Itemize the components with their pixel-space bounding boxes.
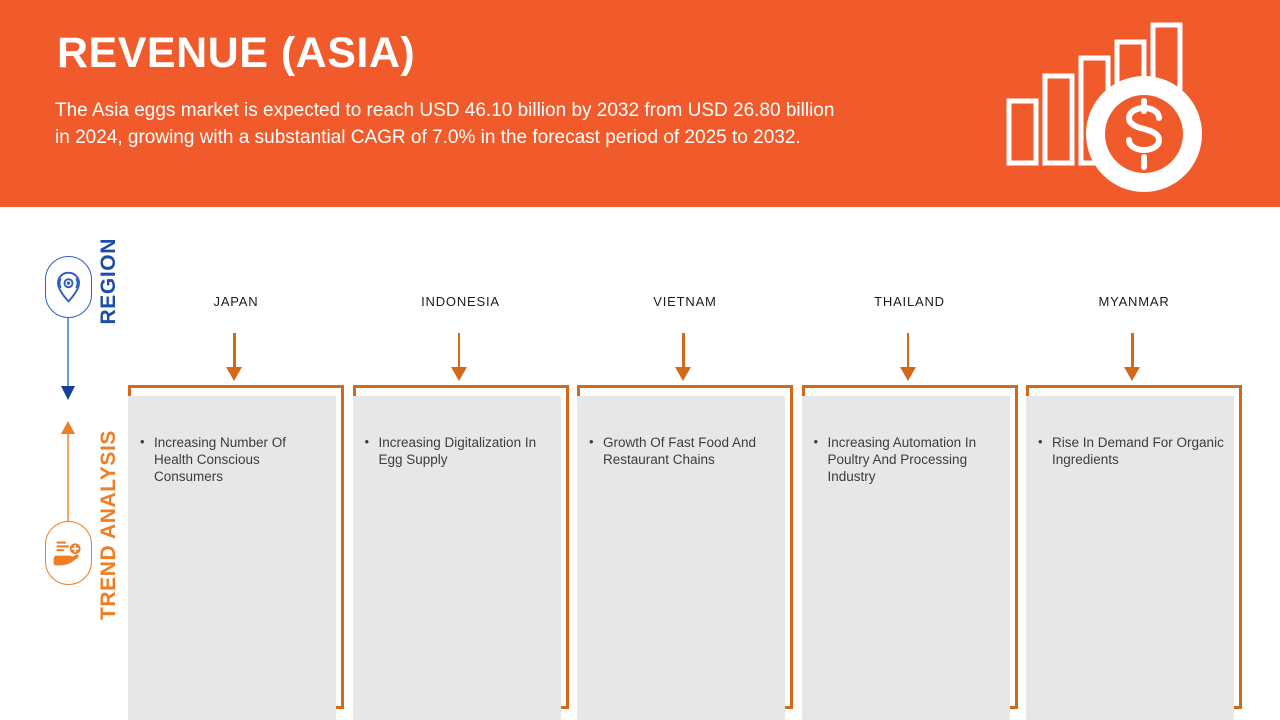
trend-card: Increasing Automation In Poultry And Pro… — [801, 396, 1010, 720]
column-bracket-left-stub — [128, 385, 131, 400]
trend-card: Rise In Demand For Organic Ingredients — [1026, 396, 1234, 720]
column-bracket-left-stub — [352, 385, 356, 400]
location-pin-icon — [45, 256, 92, 318]
trend-list-item: Rise In Demand For Organic Ingredients — [1038, 433, 1224, 468]
region-arrow-down-icon — [61, 386, 75, 400]
header-banner: REVENUE (ASIA) The Asia eggs market is e… — [0, 0, 1280, 207]
region-column: MYANMAR Rise In Demand For Organic Ingred… — [1026, 0, 1250, 720]
trend-list: Growth Of Fast Food And Restaurant Chain… — [577, 396, 785, 468]
column-arrow-line — [906, 333, 909, 369]
region-column-header: VIETNAM — [653, 294, 717, 309]
trend-list-item: Growth Of Fast Food And Restaurant Chain… — [589, 433, 775, 468]
column-arrow-down-icon — [899, 367, 916, 381]
column-bracket-left-stub — [577, 385, 580, 400]
trend-list: Increasing Number Of Health Conscious Co… — [128, 396, 336, 485]
column-arrow-line — [457, 333, 460, 369]
region-column-header: INDONESIA — [421, 294, 500, 309]
trend-card: Increasing Digitalization In Egg Supply — [352, 396, 561, 720]
header-subtitle: The Asia eggs market is expected to reac… — [55, 100, 835, 148]
column-arrow-down-icon — [675, 367, 691, 381]
column-arrow-down-icon — [226, 367, 242, 381]
trend-list: Increasing Automation In Poultry And Pro… — [802, 396, 1010, 485]
column-arrow-line — [1131, 333, 1134, 369]
column-arrow-line — [233, 333, 236, 369]
trend-card: Growth Of Fast Food And Restaurant Chain… — [577, 396, 785, 720]
region-column: INDONESIA Increasing Digitalization In Eg… — [352, 0, 577, 720]
column-bracket-left-stub — [801, 385, 805, 400]
trend-list: Rise In Demand For Organic Ingredients — [1026, 396, 1234, 468]
revenue-growth-dollar-icon — [1000, 18, 1240, 198]
region-connector-line — [67, 318, 69, 388]
column-bracket-left-stub — [1026, 385, 1029, 400]
region-column-header: MYANMAR — [1098, 294, 1170, 309]
trend-list-item: Increasing Number Of Health Conscious Co… — [140, 433, 326, 485]
trend-list-item: Increasing Automation In Poultry And Pro… — [814, 433, 1000, 485]
region-column: VIETNAM Growth Of Fast Food And Restauran… — [577, 0, 801, 720]
column-arrow-down-icon — [450, 367, 467, 381]
trend-card: Increasing Number Of Health Conscious Co… — [128, 396, 336, 720]
trend-list-item: Increasing Digitalization In Egg Supply — [365, 433, 551, 468]
column-arrow-down-icon — [1124, 367, 1140, 381]
region-column-header: THAILAND — [874, 294, 945, 309]
region-column-header: JAPAN — [213, 294, 259, 309]
trend-arrow-up-icon — [61, 421, 75, 434]
trend-list: Increasing Digitalization In Egg Supply — [353, 396, 561, 468]
column-arrow-line — [682, 333, 685, 369]
region-column: JAPAN Increasing Number Of Health Conscio… — [128, 0, 352, 720]
region-column: THAILAND Increasing Automation In Poultry… — [801, 0, 1026, 720]
hand-holding-coin-icon — [45, 521, 92, 585]
trend-connector-line — [67, 434, 69, 522]
page-title: REVENUE (ASIA) — [57, 29, 416, 77]
